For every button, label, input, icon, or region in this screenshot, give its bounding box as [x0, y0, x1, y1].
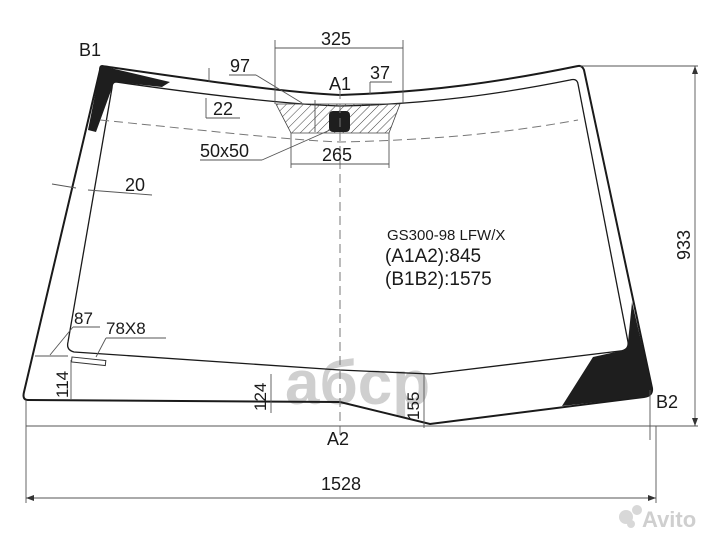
dim-87: 87: [74, 309, 93, 328]
glass-inner-edge: [66, 78, 629, 375]
dim-97: 97: [230, 56, 250, 76]
part-code: GS300-98 LFW/X: [387, 227, 505, 244]
vision-limit-line: [99, 119, 579, 143]
dim-1528: 1528: [321, 474, 361, 494]
point-b1: B1: [79, 40, 101, 60]
dim-22: 22: [213, 99, 233, 119]
dim-20: 20: [125, 175, 145, 195]
dim-155: 155: [404, 392, 423, 420]
point-b2: B2: [656, 392, 678, 412]
dim-325: 325: [321, 29, 351, 49]
dim-50x50: 50x50: [200, 141, 249, 161]
spec-a1a2: (A1A2):845: [385, 246, 481, 267]
dim-933: 933: [674, 230, 694, 260]
avito-logo: Avito: [619, 505, 696, 532]
dim-78x8: 78X8: [106, 319, 146, 338]
vin-window: [70, 356, 107, 367]
dim-124: 124: [251, 383, 270, 411]
spec-b1b2: (B1B2):1575: [385, 269, 492, 290]
point-a1: A1: [329, 74, 351, 94]
ceramic-band-b1: [88, 66, 170, 132]
dim-265: 265: [322, 145, 352, 165]
watermark-avito: Avito: [642, 507, 696, 532]
dim-37: 37: [370, 63, 390, 83]
point-a2: A2: [327, 429, 349, 449]
dim-114: 114: [53, 371, 72, 398]
ceramic-band-b2: [562, 302, 653, 406]
